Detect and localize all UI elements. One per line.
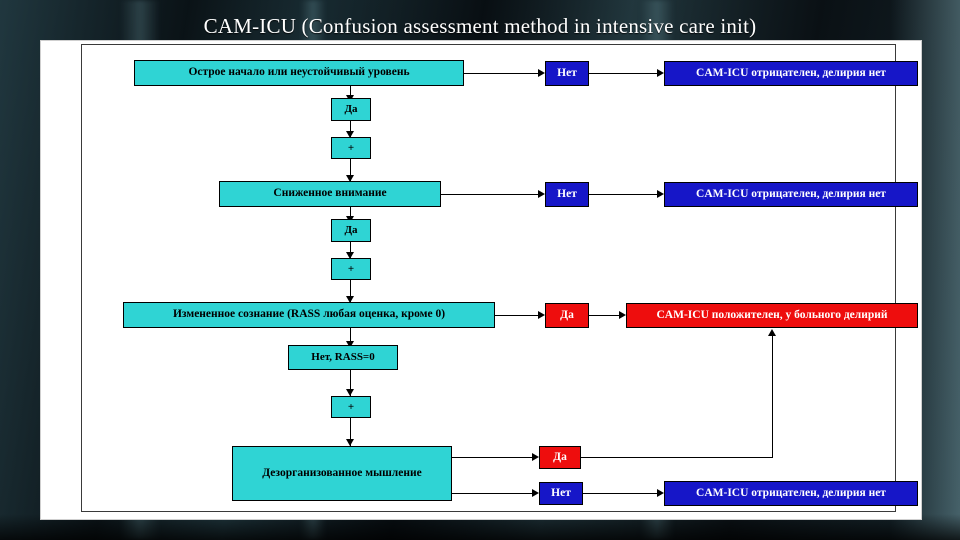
connector-yes2-down [350,242,351,258]
connector-yes4-right [581,457,772,458]
node-yes-2[interactable]: Да [331,219,371,242]
diagram-frame: Острое начало или неустойчивый уровень Н… [81,44,918,512]
arrow-inattention-to-no [538,190,545,198]
node-no-4[interactable]: Нет [539,482,583,505]
node-yes-1[interactable]: Да [331,98,371,121]
arrow-no4-to-negative [657,489,664,497]
connector-acute-down [350,86,351,100]
arrow-no2-to-negative [657,190,664,198]
arrow-thinking-to-yes [532,453,539,461]
connector-no2-to-negative [589,194,657,195]
arrow-thinking-to-no [532,489,539,497]
connector-plus1-down [350,159,351,181]
arrow-acute-to-no [538,69,545,77]
node-acute-onset[interactable]: Острое начало или неустойчивый уровень [134,60,464,86]
connector-consciousness-down [350,328,351,345]
connector-yes4-up [772,336,773,458]
node-plus-1[interactable]: + [331,137,371,159]
node-inattention[interactable]: Сниженное внимание [219,181,441,207]
connector-inattention-to-no [441,194,538,195]
arrow-plus3-down [346,439,354,446]
connector-no1-to-negative [589,73,657,74]
connector-consciousness-to-yes [495,315,538,316]
node-plus-3[interactable]: + [331,396,371,418]
node-outcome-positive[interactable]: CAM-ICU положителен, у больного делирий [626,303,918,328]
arrow-plus2-down [346,296,354,303]
node-no-1[interactable]: Нет [545,61,589,86]
node-yes-4[interactable]: Да [539,446,581,469]
node-yes-3[interactable]: Да [545,303,589,328]
arrow-consciousness-to-yes [538,311,545,319]
arrow-yes2-down [346,252,354,259]
node-outcome-negative-2[interactable]: CAM-ICU отрицателен, делирия нет [664,182,918,207]
node-disorganized-thinking[interactable]: Дезорганизованное мышление [232,446,452,501]
diagram-canvas: Острое начало или неустойчивый уровень Н… [40,40,922,520]
arrow-rass0-down [346,389,354,396]
connector-yes3-to-positive [589,315,619,316]
arrow-yes1-down [346,131,354,138]
connector-thinking-to-yes [452,457,532,458]
node-altered-consciousness[interactable]: Измененное сознание (RASS любая оценка, … [123,302,495,328]
connector-plus2-down [350,280,351,302]
node-plus-2[interactable]: + [331,258,371,280]
connector-inattention-down [350,207,351,220]
arrow-yes4-up [768,329,776,336]
node-outcome-negative-1[interactable]: CAM-ICU отрицателен, делирия нет [664,61,918,86]
connector-plus3-down [350,418,351,446]
arrow-yes3-to-positive [619,311,626,319]
connector-rass0-down [350,370,351,396]
page-title: CAM-ICU (Confusion assessment method in … [203,14,757,38]
arrow-plus1-down [346,175,354,182]
connector-yes1-down [350,121,351,137]
node-no-2[interactable]: Нет [545,182,589,207]
connector-thinking-to-no [452,493,532,494]
connector-acute-to-no [464,73,538,74]
arrow-no1-to-negative [657,69,664,77]
node-no-rass0[interactable]: Нет, RASS=0 [288,345,398,370]
connector-no4-to-negative [583,493,657,494]
arrow-consciousness-down [346,341,354,348]
node-outcome-negative-3[interactable]: CAM-ICU отрицателен, делирия нет [664,481,918,506]
